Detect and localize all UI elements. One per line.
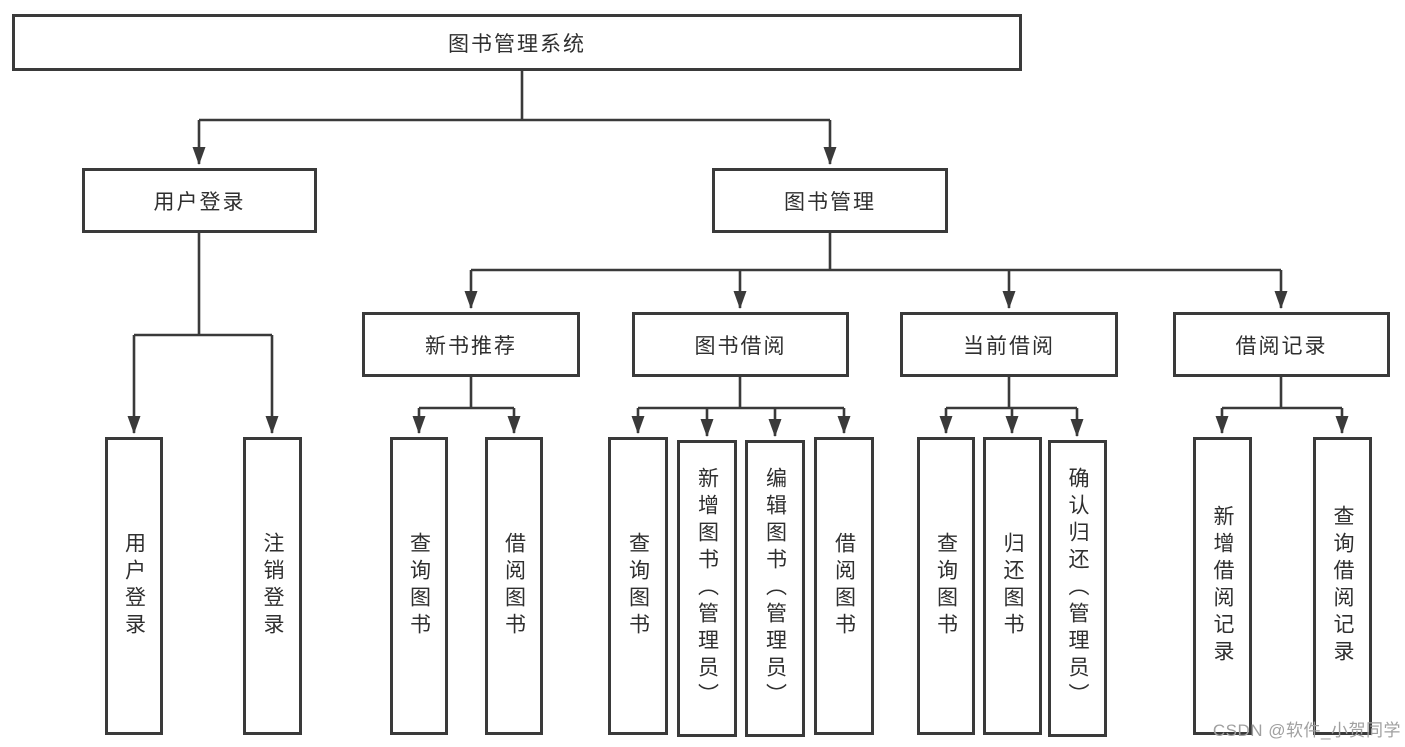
node-user-login: 用户登录 [82,168,317,233]
node-borrow-records: 借阅记录 [1173,312,1390,377]
node-book-borrow: 图书借阅 [632,312,849,377]
watermark: CSDN @软件_小贺同学 [1212,721,1401,740]
leaf-logout-login: 注销登录 [243,437,302,735]
leaf-borrow-books: 借阅图书 [814,437,874,735]
node-new-book-recommend: 新书推荐 [362,312,580,377]
leaf-query-books-recommend: 查询图书 [390,437,448,735]
leaf-borrow-books-recommend: 借阅图书 [485,437,543,735]
leaf-query-books-current: 查询图书 [917,437,975,735]
node-book-management: 图书管理 [712,168,948,233]
node-root-library-system: 图书管理系统 [12,14,1022,71]
leaf-confirm-return-admin: 确认归还（管理员） [1048,440,1107,737]
leaf-query-borrow-record: 查询借阅记录 [1313,437,1372,735]
leaf-edit-books-admin: 编辑图书（管理员） [745,440,805,737]
leaf-query-books-borrow: 查询图书 [608,437,668,735]
leaf-return-books: 归还图书 [983,437,1042,735]
leaf-user-login: 用户登录 [105,437,163,735]
leaf-add-books-admin: 新增图书（管理员） [677,440,737,737]
node-current-borrow: 当前借阅 [900,312,1118,377]
leaf-add-borrow-record: 新增借阅记录 [1193,437,1252,735]
